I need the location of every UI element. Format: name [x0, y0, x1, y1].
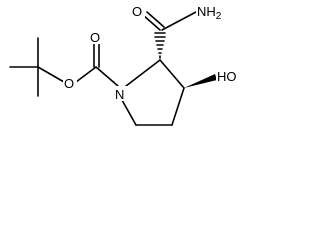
carbamate-carbonyl-oxygen-label: O [90, 30, 100, 45]
amide-nitrogen-label: NH2 [197, 4, 222, 22]
amide-oxygen-label: O [132, 4, 142, 19]
amide-carbonyl-double-bond-b [146, 11, 165, 28]
amide-carbonyl-double-bond-a [142, 14, 161, 31]
amide-c-to-n-bond [161, 11, 197, 31]
carboxamide-group [142, 11, 197, 59]
atom-labels: O O N O NH2 HO [63, 3, 242, 102]
tert-butyl-group [9, 37, 65, 97]
c2-hashed-wedge-bond [154, 32, 166, 59]
ring-bond-c2-c3 [159, 59, 185, 89]
c3-wedge-bond [184, 74, 217, 88]
carbamate-group [75, 43, 119, 87]
pyrrolidine-ring [121, 59, 185, 126]
ester-o-to-carbonyl-c-bond [75, 66, 97, 83]
carbamate-ester-oxygen-label: O [64, 76, 74, 91]
tbu-quaternary-to-o-bond [37, 66, 65, 83]
hydroxyl-label: HO [217, 69, 237, 84]
ring-nitrogen-label: N [115, 87, 124, 102]
ring-bond-c5-n [121, 99, 137, 126]
chemical-structure: O O N O NH2 HO [9, 3, 242, 126]
ring-bond-n-c2 [125, 59, 161, 87]
carbonyl-c-to-ring-n-bond [95, 66, 119, 87]
ring-bond-c3-c4 [171, 87, 185, 126]
